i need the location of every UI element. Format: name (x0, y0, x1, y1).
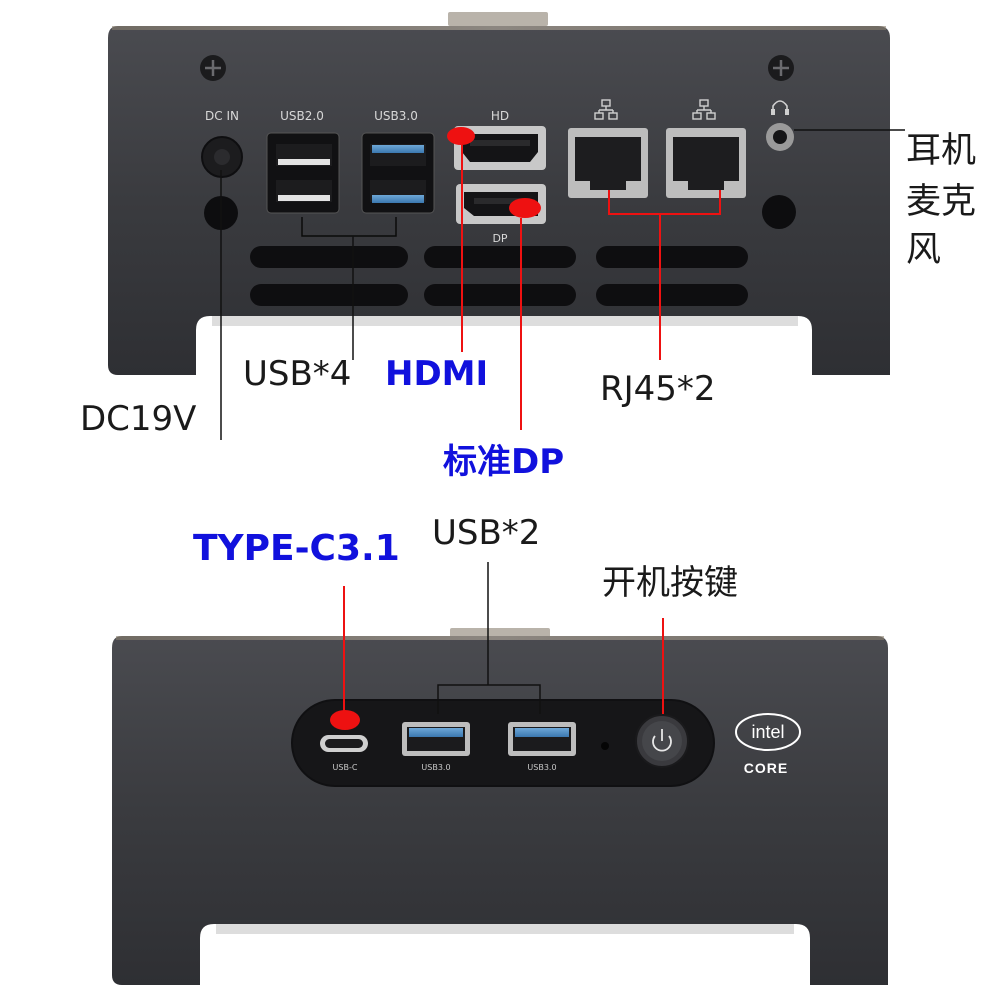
usb20-port-stack[interactable] (266, 132, 340, 214)
dc-in-label: DC IN (205, 109, 239, 123)
front-port-bezel (291, 699, 715, 787)
indicator-led (601, 742, 609, 750)
usb30-label: USB3.0 (374, 109, 418, 123)
rear-panel: DC IN USB2.0 USB3.0 HD (108, 12, 890, 375)
callout-usb4: USB*4 (243, 354, 352, 394)
usb30-a-label: USB3.0 (421, 763, 450, 772)
intel-core-text: CORE (744, 760, 788, 776)
usbc-label: USB-C (333, 763, 358, 772)
rj45-port[interactable] (666, 128, 746, 198)
screw-icon (768, 55, 794, 81)
callout-power: 开机按键 (602, 563, 738, 603)
intel-brand-text: intel (751, 722, 784, 742)
screw-icon (200, 55, 226, 81)
intel-logo: intel CORE (735, 713, 801, 776)
hd-label: HD (491, 109, 509, 123)
headphone-icon (771, 100, 789, 115)
hdmi-port[interactable] (454, 126, 546, 170)
dp-marker (509, 198, 541, 218)
callout-usb2: USB*2 (432, 513, 541, 553)
callout-audio-line2: 麦克 (906, 182, 977, 222)
usb30-port-stack[interactable] (361, 132, 435, 214)
audio-jack[interactable] (766, 123, 794, 151)
usb30-port[interactable] (402, 722, 470, 756)
power-icon (652, 729, 672, 752)
usb20-label: USB2.0 (280, 109, 324, 123)
callout-rj45: RJ45*2 (600, 369, 716, 409)
callout-hdmi: HDMI (385, 354, 489, 394)
dc-in-jack[interactable] (201, 136, 243, 178)
hdmi-marker (447, 127, 475, 145)
callout-lines-rear (220, 129, 905, 440)
callout-lines-front (343, 562, 664, 714)
dp-label: DP (492, 232, 507, 245)
callout-dp: 标准DP (443, 442, 565, 482)
usb30-b-label: USB3.0 (527, 763, 556, 772)
callout-audio-line1: 耳机 (906, 131, 977, 171)
mount-hole (762, 195, 796, 229)
usb-c-port[interactable] (320, 735, 368, 752)
network-icon (692, 99, 716, 120)
callout-dc19v: DC19V (80, 399, 197, 439)
callout-typec: TYPE-C3.1 (193, 528, 400, 569)
rj45-port[interactable] (568, 128, 648, 198)
rear-top-tab (448, 12, 548, 26)
vent-slots (250, 246, 748, 306)
callout-audio-line3: 风 (906, 230, 942, 270)
network-icon (594, 99, 618, 120)
usb30-port[interactable] (508, 722, 576, 756)
typec-marker (330, 710, 360, 730)
front-panel: USB-C USB3.0 USB3.0 intel (112, 628, 888, 985)
